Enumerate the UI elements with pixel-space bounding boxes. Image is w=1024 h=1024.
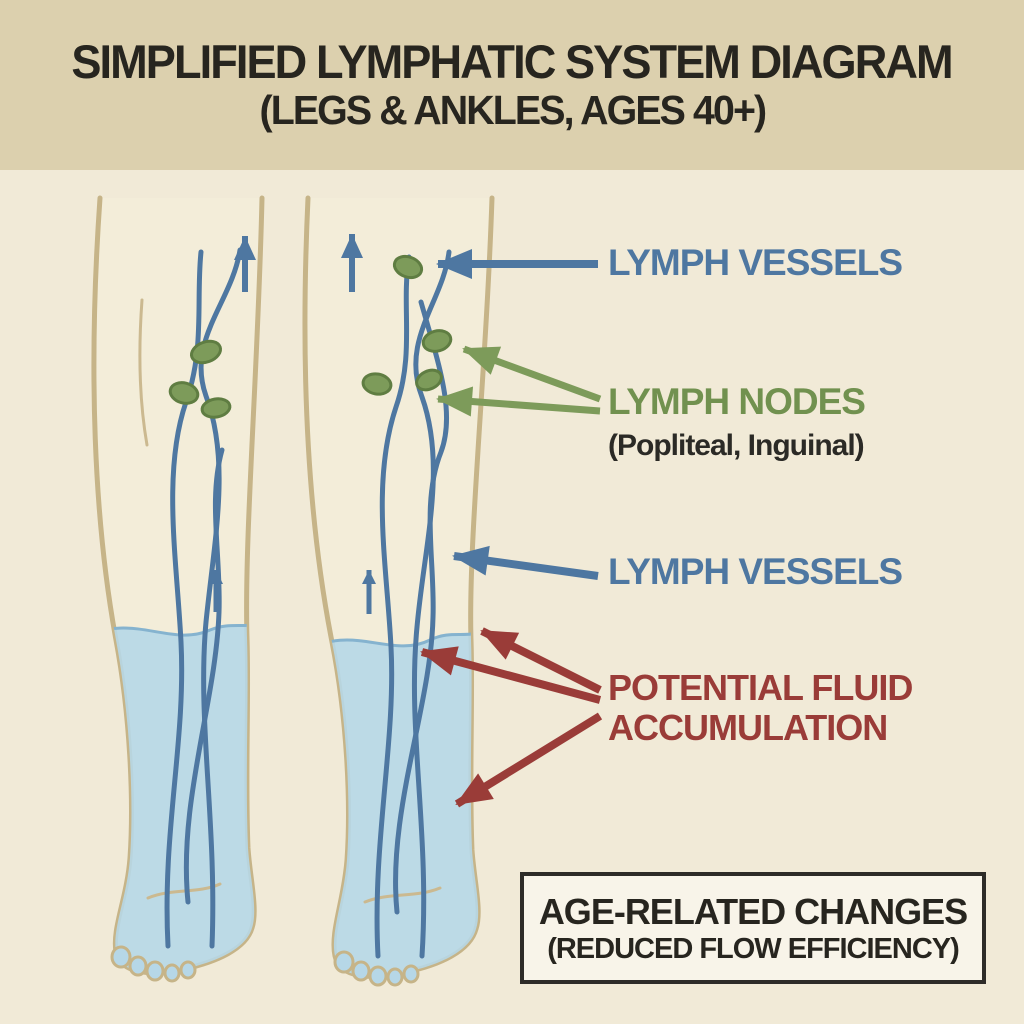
right-ankle-line [363,886,442,904]
lymph-nodes [168,254,453,419]
page-title: SIMPLIFIED LYMPHATIC SYSTEM DIAGRAM [71,34,954,88]
lymph-node [189,339,223,365]
lymph-nodes-pointer-arrow-1 [462,345,602,403]
left-shin-line [138,298,149,447]
lymph-nodes-pointer-arrow-2 [436,386,601,417]
lymph-vessels-top-label: LYMPH VESSELS [608,242,903,283]
lymph-vessels-mid-label: LYMPH VESSELS [608,551,903,592]
left-leg-lymph-vessels [164,247,243,949]
fluid-accumulation-label-line2: ACCUMULATION [608,707,888,748]
fluid-accumulation-left [93,616,262,973]
fluid-pointer-arrow-3 [454,712,603,808]
fluid-accumulation-right [305,624,492,977]
lymph-node [392,254,424,280]
age-related-changes-title: AGE-RELATED CHANGES [538,890,968,932]
left-foot-toes [110,945,197,983]
lymph-node [200,397,232,419]
lymph-node [168,381,200,405]
header-banner: SIMPLIFIED LYMPHATIC SYSTEM DIAGRAM (LEG… [0,0,1024,170]
lymph-node [415,368,443,392]
lymph-nodes-sublabel: (Popliteal, Inguinal) [608,429,865,462]
lymph-node [421,329,453,353]
lymph-node [361,372,393,396]
fluid-pointer-arrow-1 [420,646,602,704]
age-related-changes-subtitle: (REDUCED FLOW EFFICIENCY) [547,932,960,965]
right-foot-toes [333,950,420,987]
age-related-changes-box: AGE-RELATED CHANGES (REDUCED FLOW EFFICI… [520,872,986,984]
page-subtitle: (LEGS & ANKLES, AGES 40+) [259,87,767,134]
lymph-vessels-mid-pointer-arrow [452,545,599,580]
fluid-accumulation-label-line1: POTENTIAL FLUID [608,667,913,708]
lymph-nodes-label: LYMPH NODES [608,381,866,422]
fluid-pointer-arrow-2 [480,627,602,694]
fluid-accumulation-label: POTENTIAL FLUID ACCUMULATION [608,667,913,748]
